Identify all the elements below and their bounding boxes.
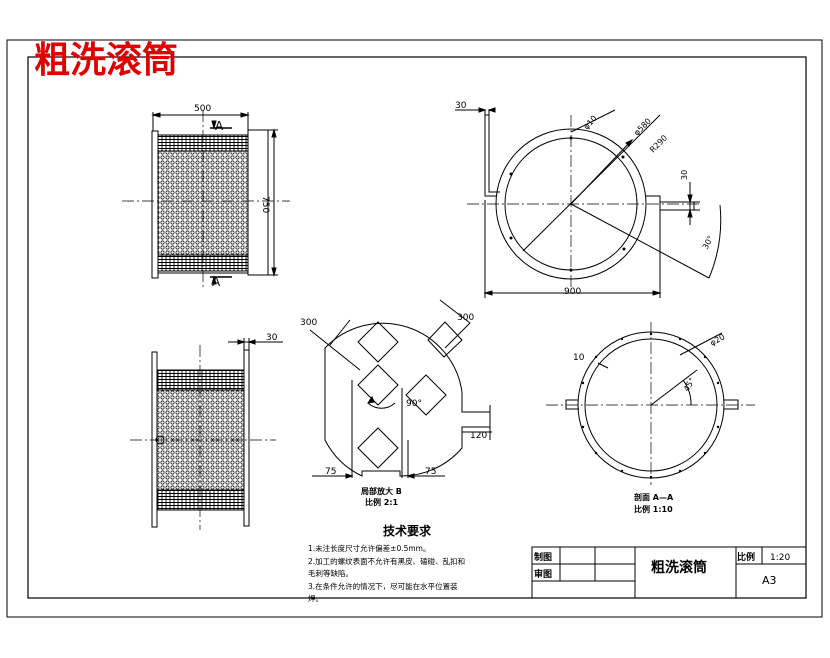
drawing-title: 粗洗滚筒 <box>34 39 178 81</box>
notes-heading: 技术要求 <box>383 523 432 538</box>
note-line-5: 焊。 <box>308 593 323 603</box>
section-mark-top: A <box>215 119 224 133</box>
angle-30-dim: 30° <box>701 234 716 251</box>
checked-label: 审图 <box>534 568 552 580</box>
note-line-2: 2.加工的螺纹表面不允许有黑皮、磕碰、乱扣和 <box>308 556 465 566</box>
front-height-dim: 750 <box>260 196 270 213</box>
top-right-view <box>455 107 722 298</box>
section-angle: 45° <box>682 376 697 393</box>
section-caption-2: 比例 1:10 <box>634 504 673 514</box>
front-width-dim: 500 <box>194 104 211 114</box>
top-width-dim: 900 <box>564 287 581 297</box>
side-view <box>130 338 283 530</box>
scale-label: 比例 <box>737 551 755 563</box>
inner-border <box>27 56 807 599</box>
outer-dia-dim: φ580 <box>632 117 653 138</box>
detail-120: 120 <box>470 431 487 441</box>
title-block <box>531 546 807 599</box>
drawn-label: 制图 <box>534 551 552 563</box>
note-line-1: 1.未注长度尺寸允许偏差±0.5mm。 <box>308 543 430 553</box>
detail-75-right: 75 <box>425 467 436 477</box>
flange-dim: 30 <box>455 101 467 111</box>
front-view <box>122 110 290 290</box>
title-block-name: 粗洗滚筒 <box>651 559 707 576</box>
detail-angle: 90° <box>406 399 422 409</box>
section-hole-dim: φ20 <box>709 332 727 348</box>
section-10-dim: 10 <box>573 353 585 363</box>
section-caption-1: 剖面 A—A <box>634 492 674 502</box>
note-line-4: 3.在条件允许的情况下，尽可能在水平位置装 <box>308 581 458 591</box>
detail-view <box>309 299 492 479</box>
sheet-size: A3 <box>762 574 777 587</box>
hole-dim: φ10 <box>582 114 599 132</box>
detail-caption-1: 局部放大 B <box>360 486 402 496</box>
outer-border <box>6 39 823 618</box>
note-line-3: 毛刺等缺陷。 <box>308 568 353 578</box>
detail-75-left: 75 <box>325 467 336 477</box>
detail-left-300: 300 <box>300 318 317 328</box>
detail-right-300: 300 <box>457 313 474 323</box>
scale-value: 1:20 <box>770 553 790 563</box>
detail-caption-2: 比例 2:1 <box>365 497 399 507</box>
radius-dim: R290 <box>648 133 669 154</box>
right-30-dim: 30 <box>680 170 689 180</box>
section-mark-bottom: A <box>212 275 221 289</box>
section-view <box>546 322 755 485</box>
side-flange-dim: 30 <box>266 333 278 343</box>
